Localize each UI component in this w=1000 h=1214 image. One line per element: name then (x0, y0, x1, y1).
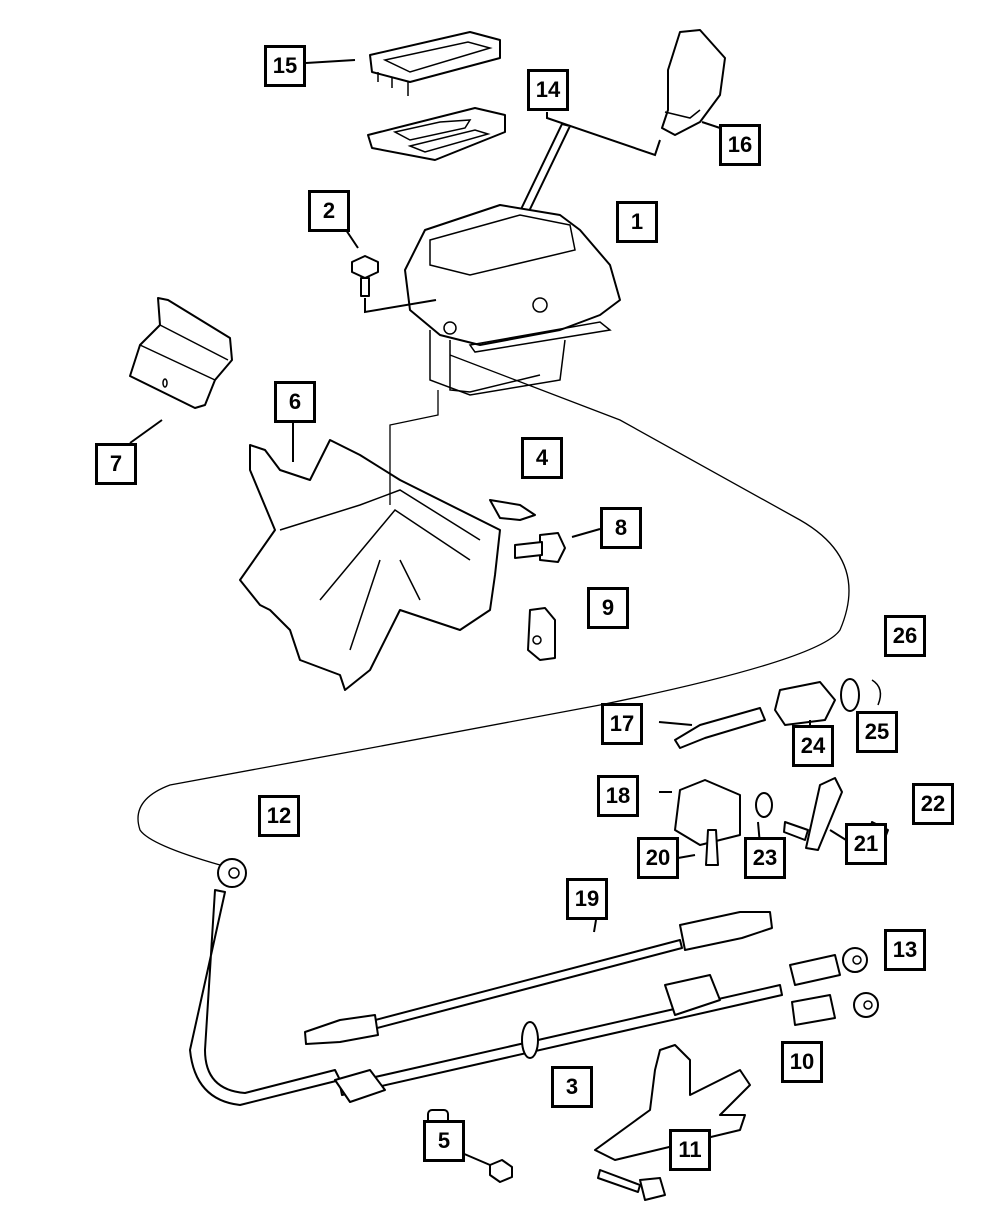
callout-13[interactable]: 13 (884, 929, 926, 971)
callout-23[interactable]: 23 (744, 837, 786, 879)
callout-10[interactable]: 10 (781, 1041, 823, 1083)
callout-20[interactable]: 20 (637, 837, 679, 879)
callout-4[interactable]: 4 (521, 437, 563, 479)
callout-14[interactable]: 14 (527, 69, 569, 111)
cable-routing-line (137, 354, 850, 866)
bezel-part (369, 31, 501, 96)
shift-knob-part (661, 29, 726, 136)
callout-21[interactable]: 21 (845, 823, 887, 865)
callout-6[interactable]: 6 (274, 381, 316, 423)
shift-plate-part (367, 107, 506, 161)
callout-1[interactable]: 1 (616, 201, 658, 243)
callout-5[interactable]: 5 (423, 1120, 465, 1162)
bolt-8-part (514, 532, 566, 563)
callout-15[interactable]: 15 (264, 45, 306, 87)
callout-7[interactable]: 7 (95, 443, 137, 485)
shift-cable-3-part (334, 947, 868, 1103)
bolt-2-part (351, 255, 379, 297)
shift-cable-12-part (189, 858, 341, 1106)
callout-22[interactable]: 22 (912, 783, 954, 825)
heat-shield-part (129, 297, 233, 409)
callout-18[interactable]: 18 (597, 775, 639, 817)
callout-9[interactable]: 9 (587, 587, 629, 629)
callout-2[interactable]: 2 (308, 190, 350, 232)
callout-24[interactable]: 24 (792, 725, 834, 767)
bracket-11-part (594, 1044, 751, 1201)
leader-lines (129, 59, 847, 1166)
clip-9-part (527, 607, 556, 661)
bracket-part (239, 439, 501, 691)
callout-3[interactable]: 3 (551, 1066, 593, 1108)
callout-12[interactable]: 12 (258, 795, 300, 837)
callout-11[interactable]: 11 (669, 1129, 711, 1171)
callout-8[interactable]: 8 (600, 507, 642, 549)
callout-17[interactable]: 17 (601, 703, 643, 745)
lock-assembly-parts (674, 678, 889, 866)
shifter-assembly-part (404, 204, 621, 396)
callout-25[interactable]: 25 (856, 711, 898, 753)
callout-16[interactable]: 16 (719, 124, 761, 166)
fitting-10-part (791, 992, 879, 1026)
callout-19[interactable]: 19 (566, 878, 608, 920)
callout-26[interactable]: 26 (884, 615, 926, 657)
interlock-cable-19-part (304, 911, 773, 1045)
clip-4-part (489, 499, 536, 521)
